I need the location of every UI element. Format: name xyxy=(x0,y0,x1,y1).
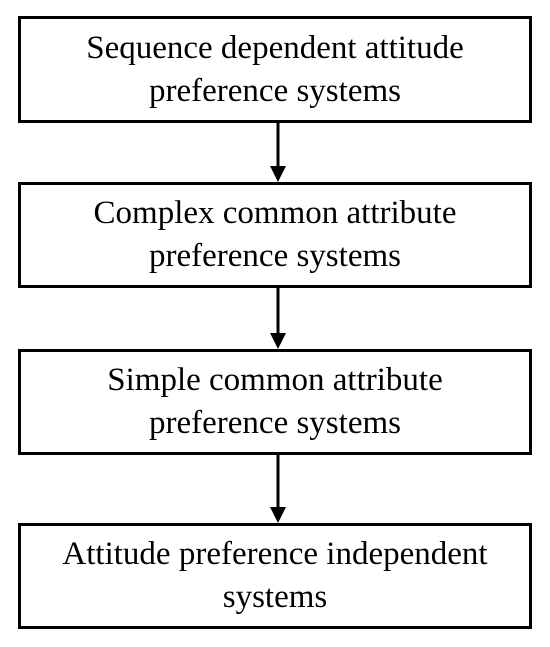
node-label-line-2: preference systems xyxy=(149,405,401,441)
node-label-line-1: Sequence dependent attitude xyxy=(86,29,464,66)
flow-node-sequence-dependent: Sequence dependent attitude preference s… xyxy=(18,16,532,123)
arrow-1-to-2 xyxy=(270,123,286,182)
node-label-line-2: preference systems xyxy=(149,72,401,109)
node-label-line-2: preference systems xyxy=(149,238,401,274)
arrow-3-to-4 xyxy=(270,455,286,523)
arrow-2-to-3 xyxy=(270,288,286,349)
flow-node-complex-common-attribute: Complex common attribute preference syst… xyxy=(18,182,532,288)
flow-node-simple-common-attribute: Simple common attribute preference syste… xyxy=(18,349,532,455)
node-label-line-1: Attitude preference independent xyxy=(62,536,488,572)
node-label-line-1: Simple common attribute xyxy=(107,362,443,398)
node-label-line-2: systems xyxy=(222,579,328,615)
node-label-line-1: Complex common attribute xyxy=(93,195,457,231)
flow-node-attitude-preference-independent: Attitude preference independent systems xyxy=(18,523,532,629)
